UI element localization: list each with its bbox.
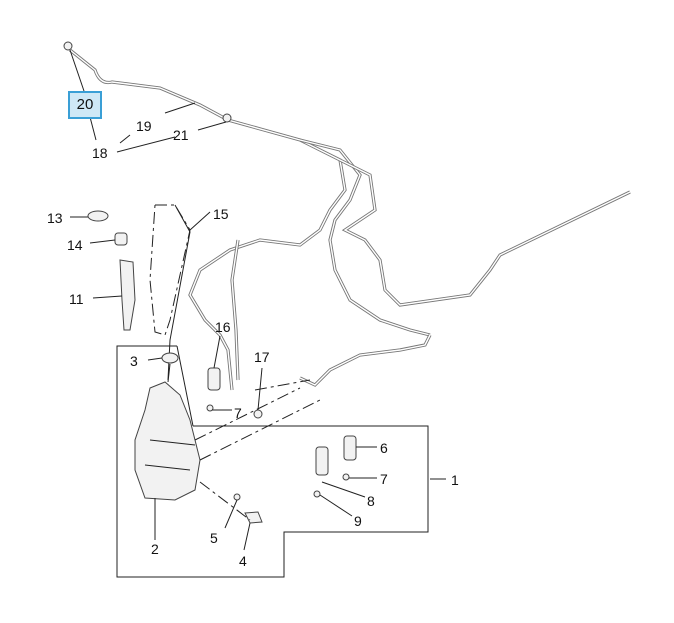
callout-20-highlighted[interactable]: 20 [68, 91, 102, 119]
callout-15[interactable]: 15 [213, 206, 229, 222]
callout-21[interactable]: 21 [173, 127, 189, 143]
callout-3[interactable]: 3 [130, 353, 138, 369]
callout-19[interactable]: 19 [136, 118, 152, 134]
callout-5[interactable]: 5 [210, 530, 218, 546]
washer-reservoir [134, 352, 201, 501]
filler-neck-parts [87, 204, 191, 381]
washer-pumps [63, 41, 357, 524]
callout-13[interactable]: 13 [47, 210, 63, 226]
callout-4[interactable]: 4 [239, 553, 247, 569]
callout-7-lower[interactable]: 7 [380, 471, 388, 487]
callout-7-upper[interactable]: 7 [234, 405, 242, 421]
callout-1[interactable]: 1 [451, 472, 459, 488]
callout-2[interactable]: 2 [151, 541, 159, 557]
assembly-box-outline [116, 345, 429, 578]
callout-14[interactable]: 14 [67, 237, 83, 253]
leader-lines [69, 49, 446, 551]
callout-11[interactable]: 11 [69, 291, 84, 307]
callout-6[interactable]: 6 [380, 440, 388, 456]
callout-17[interactable]: 17 [254, 349, 270, 365]
callout-16[interactable]: 16 [215, 319, 231, 335]
callout-8[interactable]: 8 [367, 493, 375, 509]
callout-18[interactable]: 18 [92, 145, 108, 161]
callout-9[interactable]: 9 [354, 513, 362, 529]
